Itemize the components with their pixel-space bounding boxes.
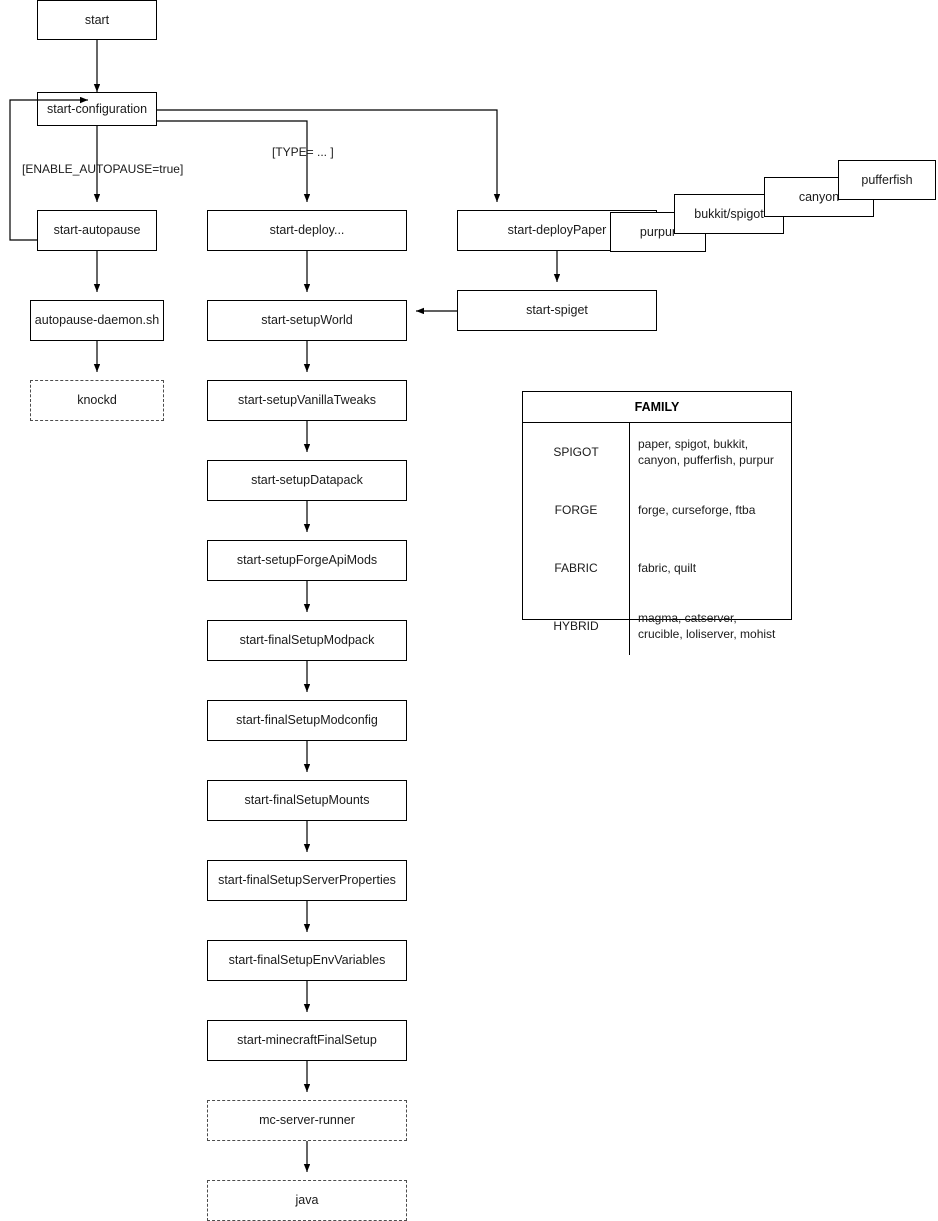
node-start[interactable]: start [37, 0, 157, 40]
node-mc-server-runner[interactable]: mc-server-runner [207, 1100, 407, 1141]
node-start-setup-world[interactable]: start-setupWorld [207, 300, 407, 341]
node-start-autopause[interactable]: start-autopause [37, 210, 157, 251]
node-autopause-daemon-sh[interactable]: autopause-daemon.sh [30, 300, 164, 341]
node-start-final-setup-server-properties[interactable]: start-finalSetupServerProperties [207, 860, 407, 901]
node-start-setup-forge-api-mods[interactable]: start-setupForgeApiMods [207, 540, 407, 581]
edge-label-type: [TYPE= ... ] [272, 145, 334, 159]
node-pufferfish[interactable]: pufferfish [838, 160, 936, 200]
node-start-setup-vanilla-tweaks[interactable]: start-setupVanillaTweaks [207, 380, 407, 421]
family-legend-body: SPIGOT paper, spigot, bukkit, canyon, pu… [523, 422, 791, 655]
family-name-forge: FORGE [523, 481, 630, 539]
node-start-final-setup-modpack[interactable]: start-finalSetupModpack [207, 620, 407, 661]
family-name-fabric: FABRIC [523, 539, 630, 597]
node-java[interactable]: java [207, 1180, 407, 1221]
family-name-hybrid: HYBRID [523, 597, 630, 655]
family-legend-row: HYBRID magma, catserver, crucible, lolis… [523, 597, 791, 655]
node-start-setup-datapack[interactable]: start-setupDatapack [207, 460, 407, 501]
family-legend-row: FORGE forge, curseforge, ftba [523, 481, 791, 539]
family-legend-title: FAMILY [523, 392, 791, 423]
family-members-spigot: paper, spigot, bukkit, canyon, pufferfis… [638, 436, 774, 467]
family-legend-header-row: FAMILY [523, 392, 791, 423]
node-start-configuration[interactable]: start-configuration [37, 92, 157, 126]
family-members-forge: forge, curseforge, ftba [638, 502, 756, 517]
family-legend-row: FABRIC fabric, quilt [523, 539, 791, 597]
node-start-minecraft-final-setup[interactable]: start-minecraftFinalSetup [207, 1020, 407, 1061]
family-members-hybrid: magma, catserver, crucible, loliserver, … [638, 610, 776, 641]
family-legend-table: FAMILY SPIGOT paper, spigot, bukkit, can… [523, 392, 791, 655]
node-start-final-setup-env-variables[interactable]: start-finalSetupEnvVariables [207, 940, 407, 981]
family-legend-head: FAMILY [523, 392, 791, 423]
node-start-deploy[interactable]: start-deploy... [207, 210, 407, 251]
node-start-final-setup-modconfig[interactable]: start-finalSetupModconfig [207, 700, 407, 741]
node-start-final-setup-mounts[interactable]: start-finalSetupMounts [207, 780, 407, 821]
node-start-spiget[interactable]: start-spiget [457, 290, 657, 331]
family-name-spigot: SPIGOT [523, 422, 630, 481]
family-members-fabric: fabric, quilt [638, 560, 697, 575]
family-legend-row: SPIGOT paper, spigot, bukkit, canyon, pu… [523, 422, 791, 481]
family-legend: FAMILY SPIGOT paper, spigot, bukkit, can… [522, 391, 792, 655]
node-knockd[interactable]: knockd [30, 380, 164, 421]
edge-label-enable-autopause: [ENABLE_AUTOPAUSE=true] [22, 162, 184, 176]
